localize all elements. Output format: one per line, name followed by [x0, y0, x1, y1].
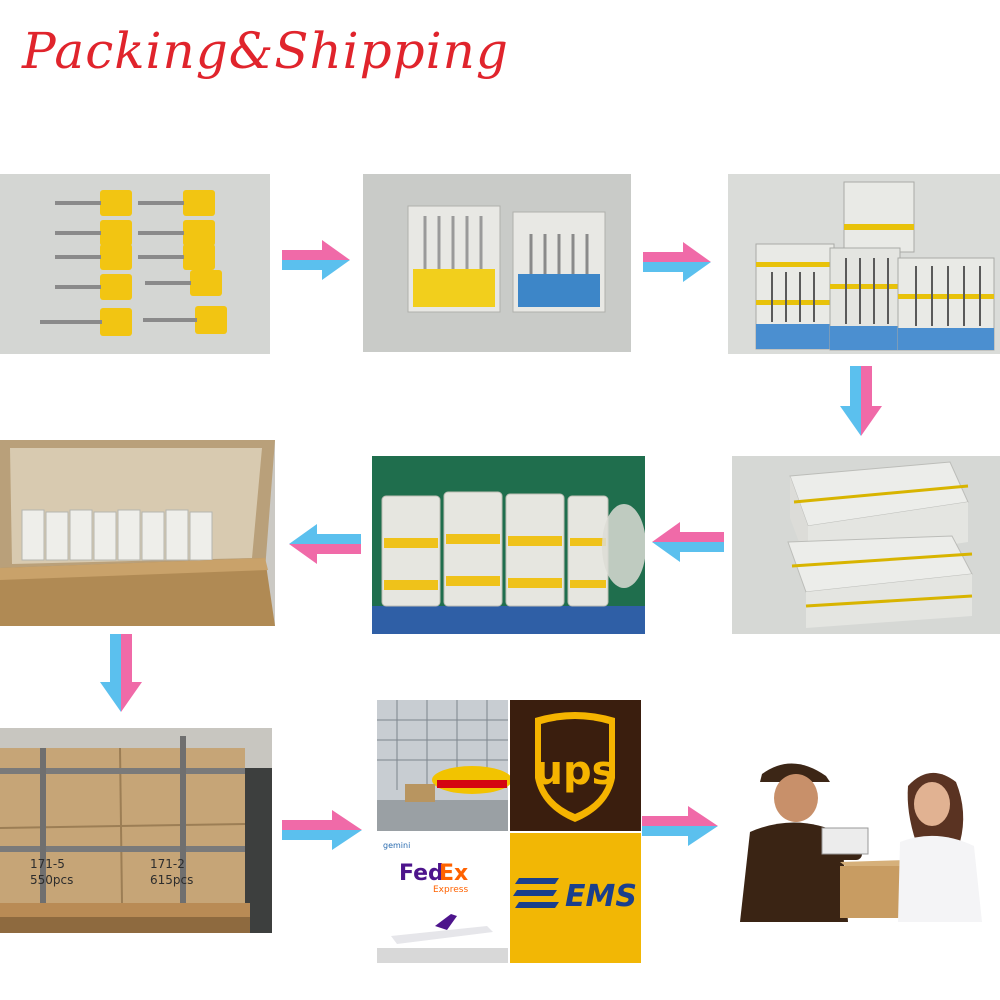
carton-right-code: 171-2 — [150, 857, 185, 871]
arrow-right-4 — [642, 804, 720, 848]
fedex-ex-text: Ex — [439, 861, 468, 886]
carton-left-qty: 550pcs — [30, 873, 73, 887]
ups-logo: ups — [510, 700, 641, 831]
customer-figure — [898, 772, 982, 922]
carton-left-code: 171-5 — [30, 857, 65, 871]
arrow-right-1 — [282, 238, 352, 282]
photo-loose-drill-bits — [0, 174, 270, 354]
fedex-logo: gemini Fed Ex Express — [377, 833, 508, 963]
dhl-hangar-photo — [377, 700, 512, 831]
drill-bits-group — [40, 190, 227, 336]
photo-stacked-boxes — [728, 174, 1000, 354]
carton-right-qty: 615pcs — [150, 873, 193, 887]
photo-boxed-drill-bits — [363, 174, 631, 352]
ems-logo: EMS — [510, 833, 641, 963]
photo-pallet-cartons: 171-5 550pcs 171-2 615pcs — [0, 728, 272, 933]
gemini-logo-text: gemini — [383, 841, 410, 850]
ups-wordmark: ups — [535, 748, 616, 794]
arrow-right-3 — [282, 808, 364, 852]
photo-bagged-boxes — [372, 456, 645, 634]
page-title: Packing&Shipping — [22, 22, 509, 80]
arrow-left-1 — [287, 522, 361, 566]
fedex-fed-text: Fed — [399, 861, 444, 886]
photo-delivery-handover — [730, 742, 1000, 922]
ems-wordmark: EMS — [565, 879, 637, 914]
photo-open-carton — [0, 440, 275, 626]
arrow-left-2 — [650, 520, 724, 564]
fedex-express-text: Express — [433, 885, 468, 895]
clipboard-icon — [821, 827, 869, 855]
arrow-down-1 — [838, 366, 884, 438]
photo-taped-stacks — [732, 456, 1000, 634]
arrow-down-2 — [98, 634, 144, 714]
arrow-right-2 — [643, 240, 713, 284]
carrier-logos-grid: ups gemini Fed Ex Express EMS — [377, 700, 641, 963]
